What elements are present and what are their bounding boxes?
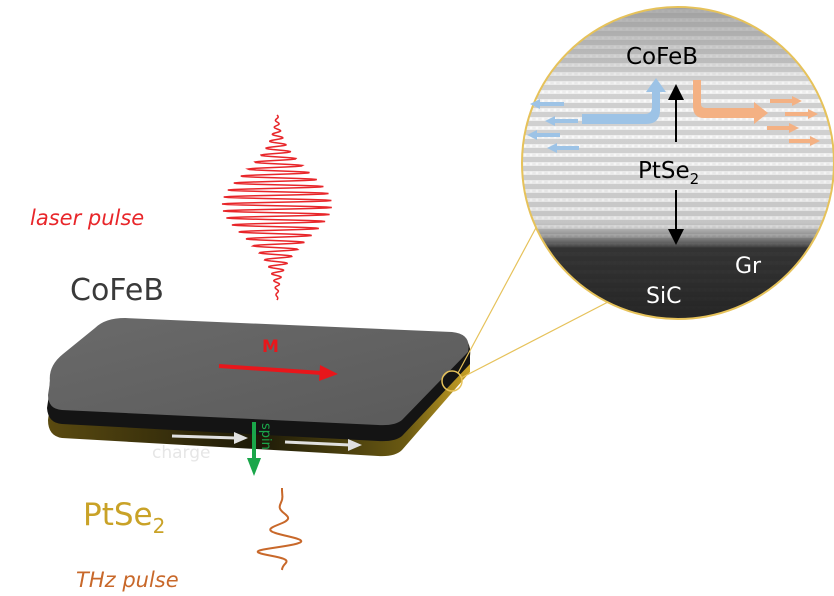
magnetization-arrow: [218, 364, 338, 381]
zoom-region-marker: [441, 370, 463, 392]
inset-border: [521, 6, 834, 320]
device-slab: [47, 318, 471, 457]
spin-label: spin: [258, 423, 273, 450]
tem-inset: CoFeB PtSe2 Gr SiC: [521, 6, 834, 320]
thz-pulse-waveform: [256, 488, 303, 571]
laser-pulse-label: laser pulse: [30, 206, 144, 230]
cofeb-layer: [48, 318, 469, 426]
cofeb-label: CoFeB: [70, 273, 164, 308]
magnetization-label: M: [262, 337, 279, 357]
orange-spin-arrows: [693, 80, 820, 146]
inset-cofeb-label: CoFeB: [626, 44, 698, 70]
charge-current-arrow: [171, 432, 362, 451]
blue-spin-arrows: [527, 78, 666, 153]
inset-sic-label: SiC: [646, 284, 681, 309]
spin-current-arrow: [247, 422, 261, 476]
laser-pulse-waveform: [221, 114, 332, 301]
zoom-callout: [441, 223, 609, 392]
inset-ptse2-label: PtSe2: [638, 158, 699, 188]
thz-pulse-label: THz pulse: [76, 568, 179, 592]
charge-label: charge: [152, 443, 210, 463]
ptse2-label: PtSe2: [83, 497, 165, 538]
inset-gr-label: Gr: [735, 254, 762, 279]
